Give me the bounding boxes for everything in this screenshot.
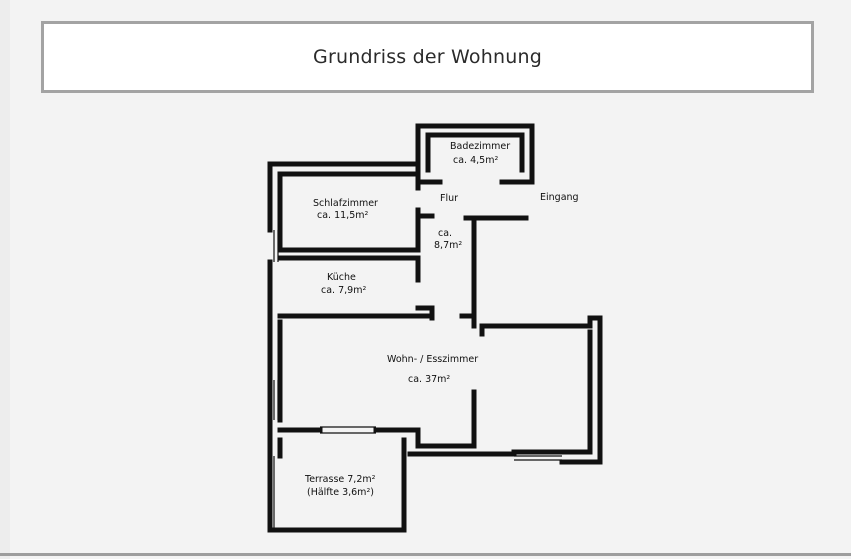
entrance-label: Eingang xyxy=(540,192,579,203)
living-partition xyxy=(399,389,477,449)
terrace-name: Terrasse 7,2m² xyxy=(304,474,376,485)
living-area: ca. 37m² xyxy=(408,374,450,385)
living-name: Wohn- / Esszimmer xyxy=(387,354,478,365)
hall-area-prefix: ca. xyxy=(438,228,452,239)
kitchen-door-stub xyxy=(415,305,435,321)
hall-pillar xyxy=(459,313,477,329)
kitchen-wall xyxy=(277,255,421,283)
bathroom-walls xyxy=(415,123,535,185)
kitchen-name: Küche xyxy=(327,272,356,283)
bedroom-right-wall xyxy=(277,207,421,253)
terrace-outer xyxy=(267,417,407,533)
title-banner: Grundriss der Wohnung xyxy=(41,21,814,93)
page-left-margin xyxy=(0,0,10,559)
page-title: Grundriss der Wohnung xyxy=(313,46,542,68)
bedroom-name: Schlafzimmer xyxy=(313,198,378,209)
hall-area-value: 8,7m² xyxy=(434,240,462,251)
floor-plan-walls xyxy=(267,123,603,533)
bathroom-name: Badezimmer xyxy=(450,141,510,152)
living-top-wall xyxy=(479,315,603,465)
bottom-divider xyxy=(0,553,851,556)
bathroom-area: ca. 4,5m² xyxy=(453,155,498,166)
kitchen-area: ca. 7,9m² xyxy=(321,285,366,296)
terrace-area: (Hälfte 3,6m²) xyxy=(307,487,374,498)
bathroom-inner-wall xyxy=(425,132,525,173)
living-inner-right xyxy=(559,329,593,455)
windows xyxy=(273,230,562,528)
hall-name: Flur xyxy=(440,193,458,204)
bedroom-area: ca. 11,5m² xyxy=(317,210,368,221)
top-wall-inner xyxy=(277,171,421,191)
